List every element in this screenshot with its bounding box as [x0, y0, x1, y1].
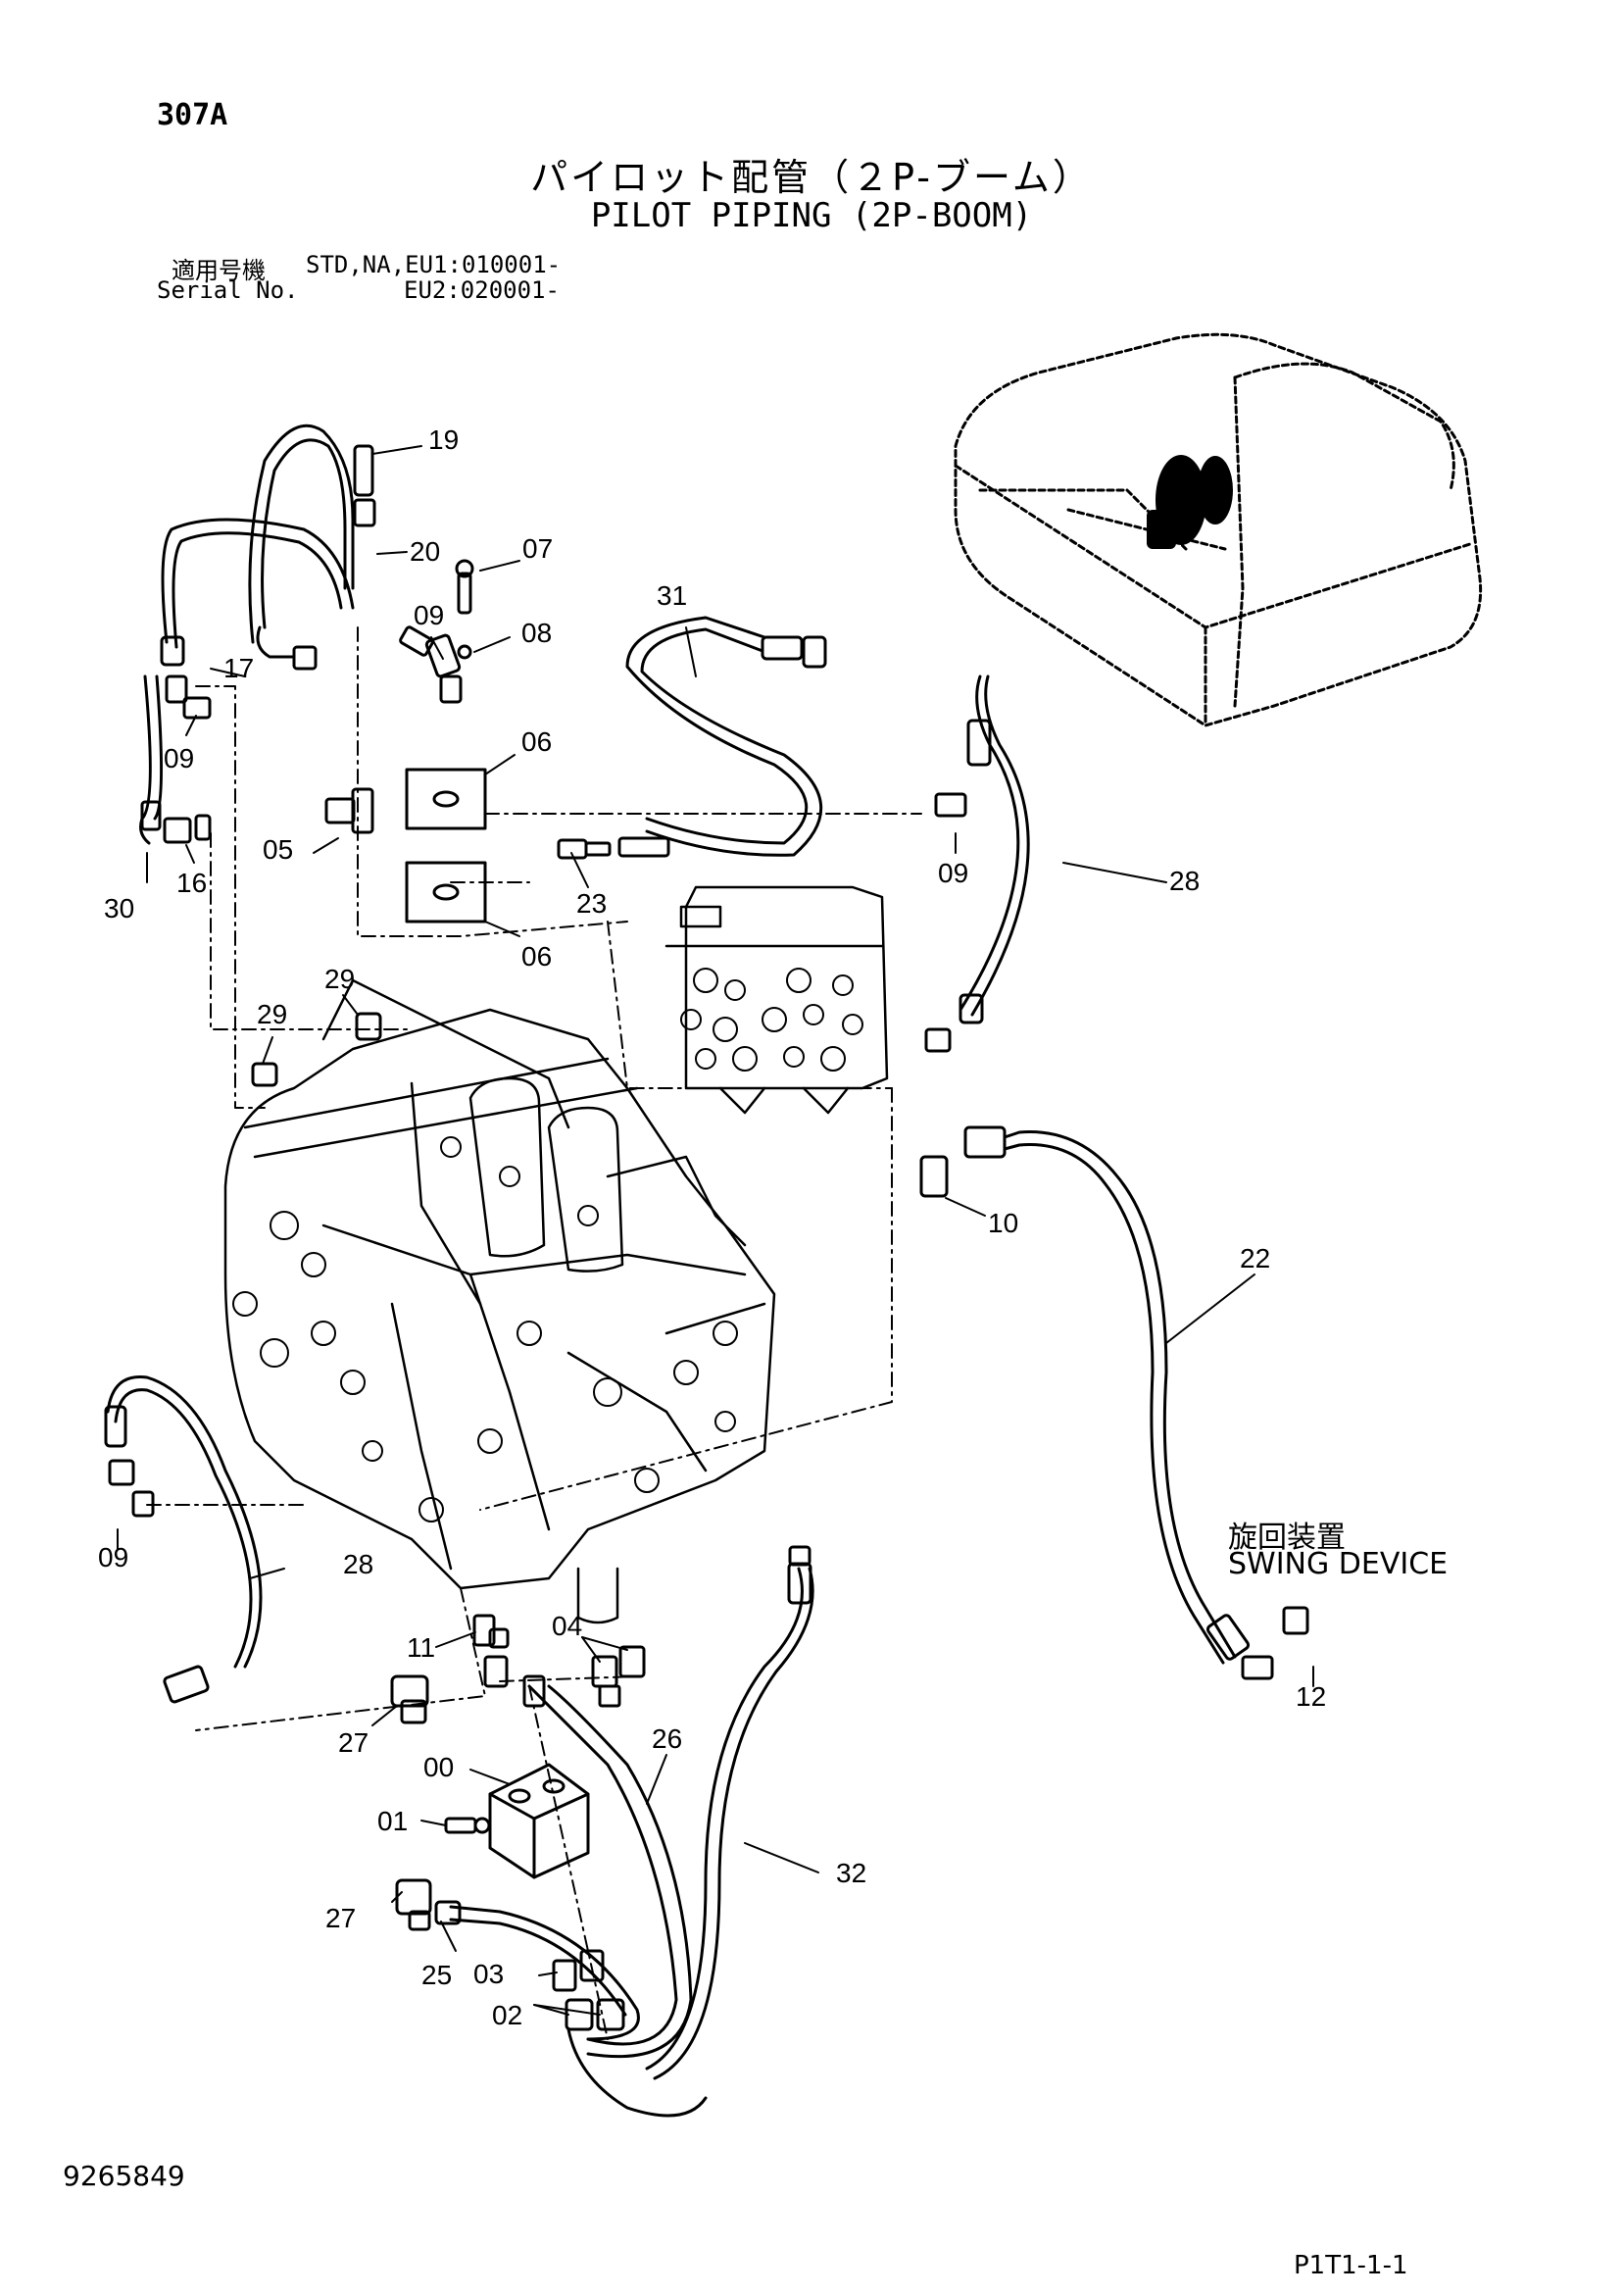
fittings-04 [591, 1645, 646, 1708]
part-label: 28 [1169, 866, 1200, 896]
part-label: 00 [423, 1752, 454, 1782]
title-japanese: パイロット配管（２P-ブーム） [530, 156, 1093, 199]
hose-22 [919, 1125, 1309, 1680]
machine-valve-cluster [1147, 455, 1233, 549]
hose-25 [434, 1900, 640, 2041]
part-label: 16 [176, 868, 207, 898]
part-label: 26 [652, 1723, 682, 1754]
part-label: 27 [325, 1903, 356, 1933]
page-code: P1T1-1-1 [1294, 2251, 1408, 2280]
hose-17 [139, 518, 355, 845]
serial-range-1: STD,NA,EU1:010001- [306, 251, 562, 278]
fitting-30-16 [140, 800, 212, 844]
part-label: 05 [263, 834, 293, 865]
part-label: 09 [98, 1542, 128, 1572]
fitting-23 [557, 838, 612, 860]
block-06-lower [405, 861, 487, 923]
part-label: 28 [343, 1549, 373, 1579]
part-label: 06 [521, 941, 552, 972]
hose-28-left [104, 1374, 263, 1704]
part-label: 27 [338, 1727, 369, 1758]
part-label: 08 [521, 618, 552, 648]
fitting-09-top [399, 625, 463, 704]
plug-29-b [355, 1012, 382, 1041]
part-label: 09 [414, 600, 444, 630]
fitting-05 [324, 787, 374, 834]
part-label: 22 [1240, 1243, 1270, 1273]
hose-19 [248, 424, 376, 644]
bolt-07 [455, 559, 474, 660]
part-label: 10 [988, 1208, 1018, 1238]
swing-device-label-japanese: 旋回装置 [1228, 1521, 1346, 1555]
part-label: 30 [104, 893, 134, 923]
serial-label-english: Serial No. [157, 276, 299, 304]
part-label: 02 [492, 2000, 522, 2030]
block-00 [488, 1763, 590, 1879]
part-label: 06 [521, 726, 552, 757]
hose-26-32 [522, 1545, 814, 2080]
part-label: 01 [377, 1806, 408, 1836]
part-label: 04 [552, 1611, 582, 1641]
part-label: 07 [522, 533, 553, 564]
hose-31 [617, 616, 827, 858]
serial-range-2: EU2:020001- [404, 276, 560, 304]
part-label: 29 [257, 999, 287, 1029]
document-number: 9265849 [63, 2160, 185, 2192]
title-english: PILOT PIPING (2P-BOOM) [590, 196, 1033, 235]
part-label: 29 [324, 964, 355, 994]
part-label: 25 [421, 1960, 452, 1990]
bolt-01 [444, 1817, 491, 1834]
part-label: 31 [657, 580, 687, 611]
part-label: 03 [473, 1959, 504, 1989]
part-label: 12 [1296, 1681, 1326, 1712]
part-label: 09 [938, 858, 968, 888]
fitting-09-left [165, 674, 212, 720]
hose-27-middle [256, 625, 318, 671]
label-leader-lines [117, 445, 1314, 2016]
part-label: 09 [164, 743, 194, 774]
machine-overview-drawing [954, 332, 1483, 727]
swing-device-label-english: SWING DEVICE [1228, 1547, 1449, 1581]
main-control-valve [223, 978, 776, 1624]
part-labels: 19 20 07 31 09 08 17 09 06 05 09 28 23 3… [98, 424, 1326, 2030]
fitting-27-upper [390, 1674, 429, 1724]
fitting-27-lower [395, 1878, 432, 1931]
part-label: 17 [223, 653, 254, 683]
pilot-valve [664, 885, 889, 1115]
fitting-11 [472, 1614, 510, 1688]
part-label: 23 [576, 888, 607, 919]
part-label: 32 [836, 1858, 866, 1888]
hose-28-right [924, 674, 1030, 1053]
part-label: 19 [428, 424, 459, 455]
plug-29-a [251, 1062, 278, 1087]
page-id: 307A [157, 98, 228, 132]
block-06-upper [405, 768, 487, 830]
serial-label-japanese: 適用号機 [172, 257, 266, 284]
part-label: 11 [407, 1632, 435, 1663]
part-label: 20 [410, 536, 440, 567]
